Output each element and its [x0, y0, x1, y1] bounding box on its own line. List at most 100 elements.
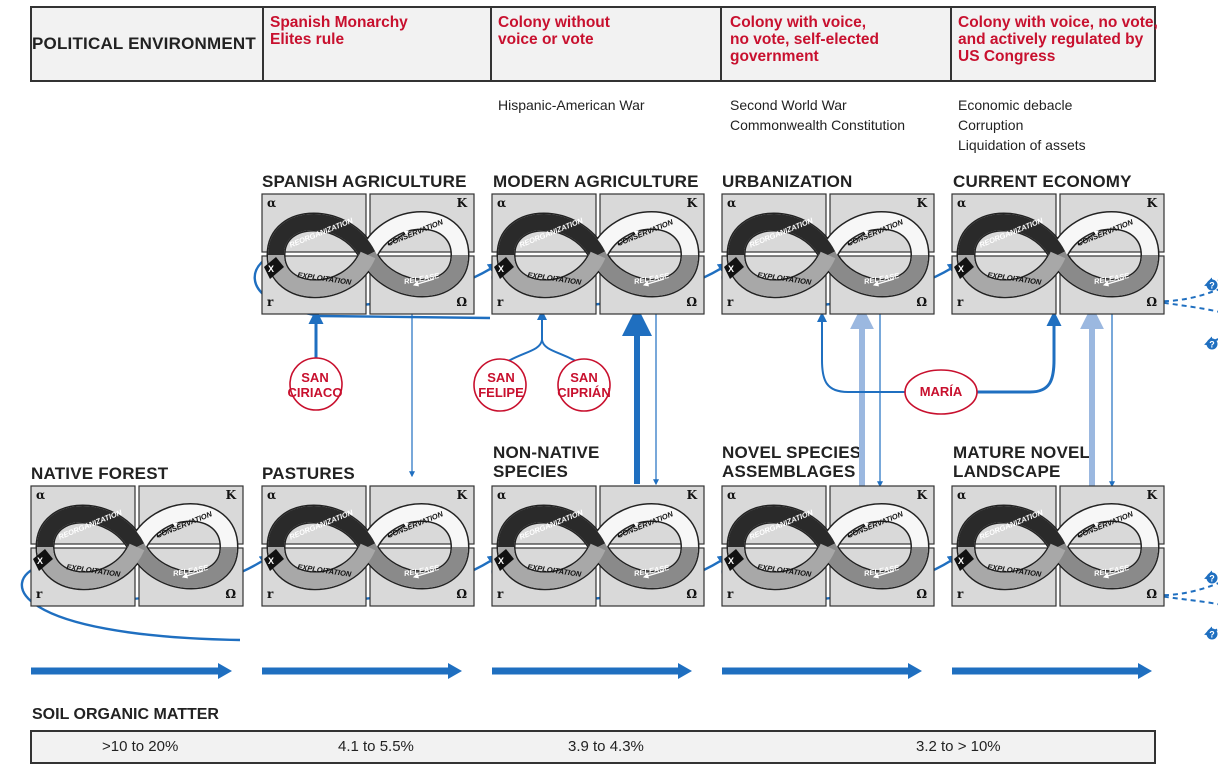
title-current-economy: CURRENT ECONOMY [953, 172, 1132, 191]
corner-label: K [457, 488, 468, 502]
release-band [360, 250, 468, 296]
release-band [590, 250, 698, 296]
x-label: X [958, 556, 964, 566]
corner-label: Ω [916, 295, 927, 309]
release-band [1050, 542, 1158, 588]
disturbance-san-ciprian: SAN CIPRIÁN [557, 370, 611, 400]
corner-label: K [226, 488, 237, 502]
corner-label: Ω [686, 295, 697, 309]
release-band [590, 542, 698, 588]
unknown-marker-text: ? [1209, 630, 1215, 640]
hurricane-circle [557, 358, 611, 412]
flow-arrow [872, 570, 895, 579]
x-exit-tail [954, 257, 974, 279]
unknown-marker-text: ? [1209, 340, 1215, 350]
reorganization-band [268, 506, 376, 552]
era-colony-regulated: Colony with voice, no vote, and actively… [958, 14, 1158, 65]
title-modern-agriculture: MODERN AGRICULTURE [493, 172, 699, 191]
unknown-marker-icon [1206, 279, 1218, 291]
flow-arrow [872, 278, 895, 287]
era-divider-4 [950, 6, 952, 82]
title-urbanization: URBANIZATION [722, 172, 853, 191]
time-arrow-head [448, 663, 462, 679]
flow-arrow [847, 522, 869, 538]
release-band [820, 250, 928, 296]
event-second-world-war: Second World War Commonwealth Constituti… [730, 97, 906, 133]
reorganization-band [498, 214, 606, 260]
reorganization-band [958, 506, 1066, 552]
x-exit-tail [494, 549, 514, 571]
title-native-forest: NATIVE FOREST [31, 464, 169, 483]
soil-value-novel: 3.2 to > 10% [916, 738, 1001, 755]
x-label: X [268, 264, 274, 274]
impact-maria-current [977, 311, 1062, 394]
era-colony-self-elected: Colony with voice, no vote, self-elected… [730, 14, 880, 65]
hurricane-circle [473, 358, 527, 412]
title-spanish-agriculture: SPANISH AGRICULTURE [262, 172, 467, 191]
x-exit-tail [954, 549, 974, 571]
soil-organic-matter-label: SOIL ORGANIC MATTER [32, 706, 219, 723]
hurricane-circle [289, 357, 343, 411]
era-divider-2 [490, 6, 492, 82]
corner-label: K [687, 196, 698, 210]
reorganization-band [728, 214, 836, 260]
flow-arrow [1102, 570, 1125, 579]
political-environment-bar [30, 6, 1156, 82]
corner-label: Ω [225, 587, 236, 601]
flow-arrow [1077, 522, 1099, 538]
release-band [820, 542, 928, 588]
title-novel-species-assemblages: NOVEL SPECIES ASSEMBLAGES [722, 443, 862, 481]
flow-arrow [847, 230, 869, 246]
x-exit-tail [264, 549, 284, 571]
time-arrow-head [908, 663, 922, 679]
corner-label: r [267, 587, 274, 601]
corner-label: Ω [456, 295, 467, 309]
x-label: X [728, 264, 734, 274]
unknown-marker-text: ? [1209, 281, 1215, 291]
corner-label: α [497, 488, 506, 502]
era-divider-3 [720, 6, 722, 82]
release-band [129, 542, 237, 588]
era-divider-1 [262, 6, 264, 82]
event-hispanic-american-war: Hispanic-American War [498, 97, 645, 113]
soil-value-non-native: 3.9 to 4.3% [568, 738, 644, 755]
reorganization-band [268, 214, 376, 260]
corner-label: r [957, 587, 964, 601]
title-non-native-species: NON-NATIVE SPECIES [493, 443, 600, 481]
political-environment-label: POLITICAL ENVIRONMENT [32, 34, 256, 53]
x-exit-tail [264, 257, 284, 279]
reorganization-band [498, 506, 606, 552]
time-arrow-head [1138, 663, 1152, 679]
corner-label: K [687, 488, 698, 502]
corner-label: r [497, 587, 504, 601]
corner-label: Ω [1146, 295, 1157, 309]
flow-arrow [1102, 278, 1125, 287]
soil-value-pastures: 4.1 to 5.5% [338, 738, 414, 755]
event-economic-debacle: Economic debacle Corruption Liquidation … [958, 97, 1086, 153]
flow-arrow [617, 522, 639, 538]
title-mature-novel-landscape: MATURE NOVEL LANDSCAPE [953, 443, 1091, 481]
corner-label: α [727, 488, 736, 502]
flow-arrow [412, 570, 435, 579]
x-exit-tail [33, 549, 53, 571]
flow-arrow [156, 522, 178, 538]
corner-label: Ω [916, 587, 927, 601]
x-label: X [728, 556, 734, 566]
corner-label: r [36, 587, 43, 601]
flow-arrow [617, 230, 639, 246]
flow-arrow [642, 278, 665, 287]
corner-label: α [957, 196, 966, 210]
corner-label: K [1147, 196, 1158, 210]
x-exit-tail [724, 549, 744, 571]
era-spanish-monarchy: Spanish Monarchy Elites rule [270, 14, 408, 48]
release-band [1050, 250, 1158, 296]
corner-label: α [267, 488, 276, 502]
time-arrow-head [678, 663, 692, 679]
